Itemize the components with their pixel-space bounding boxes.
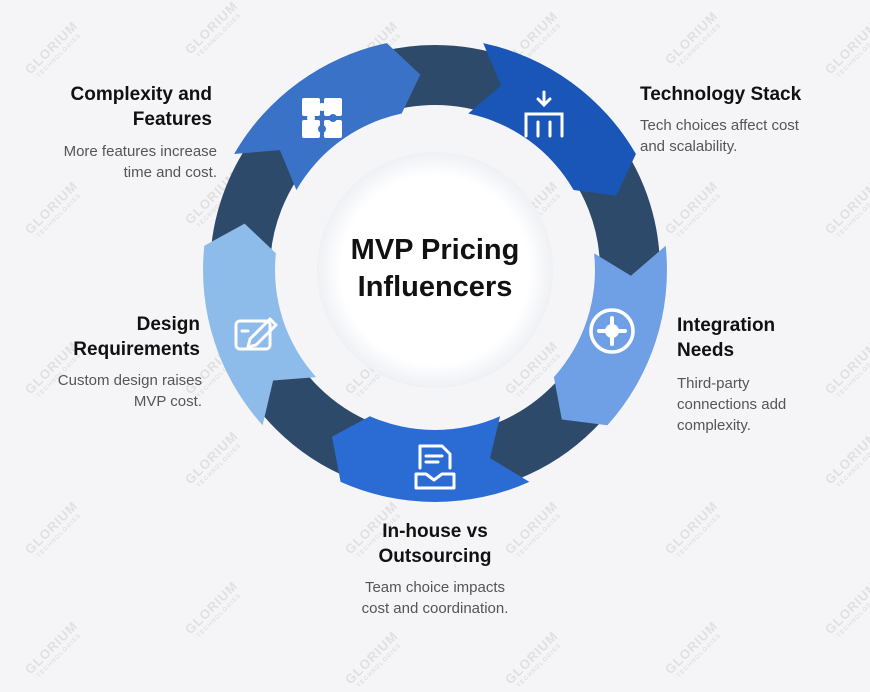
integration-title-line2: Needs	[677, 340, 735, 361]
complexity-desc-line1: More features increase	[63, 143, 217, 160]
outsourcing-description: Team choice impacts cost and coordinatio…	[315, 577, 555, 619]
outsourcing-desc-line1: Team choice impacts	[364, 579, 506, 596]
integration-desc-line2: connections add	[677, 396, 787, 413]
stack-icon	[524, 90, 564, 138]
outsourcing-desc-line2: cost and coordination.	[361, 600, 509, 617]
integration-desc-line1: Third-party	[677, 375, 750, 392]
integration-desc-line3: complexity.	[677, 417, 751, 434]
complexity-title-line1: Complexity and	[70, 84, 212, 105]
design-desc-line2: MVP cost.	[133, 393, 202, 410]
integration-description: Third-party connections add complexity.	[677, 373, 857, 436]
tech-desc-line1: Tech choices affect cost	[640, 117, 799, 134]
complexity-segment	[234, 43, 421, 190]
tech-desc-line2: and scalability.	[640, 138, 738, 155]
complexity-title: Complexity and Features	[40, 82, 212, 132]
design-edit-icon	[234, 317, 278, 351]
handshake-document-icon	[414, 444, 456, 490]
center-circle	[317, 152, 553, 388]
design-title-line1: Design	[136, 314, 200, 335]
complexity-desc-line2: time and cost.	[123, 164, 217, 181]
design-desc-line1: Custom design raises	[57, 372, 202, 389]
design-title-line2: Requirements	[73, 339, 200, 360]
cycle-diagram	[203, 43, 667, 502]
complexity-description: More features increase time and cost.	[20, 141, 217, 183]
center-title: MVP Pricing Influencers	[335, 232, 535, 306]
outsourcing-title-line1: In-house vs	[382, 521, 488, 542]
integration-title-line1: Integration	[677, 315, 776, 336]
integration-title: Integration Needs	[677, 313, 857, 363]
tech-segment	[468, 43, 636, 196]
tech-description: Tech choices affect cost and scalability…	[640, 115, 860, 157]
design-segment	[203, 223, 317, 426]
design-description: Custom design raises MVP cost.	[20, 370, 202, 412]
center-title-line2: Influencers	[357, 271, 513, 303]
complexity-title-line2: Features	[132, 109, 212, 130]
tech-title: Technology Stack	[640, 84, 802, 105]
outsourcing-segment	[332, 416, 530, 502]
center-title-line1: MVP Pricing	[350, 234, 520, 266]
gear-icon	[589, 308, 635, 354]
outsourcing-title: In-house vs Outsourcing	[335, 519, 535, 569]
puzzle-icon	[302, 98, 342, 138]
outsourcing-title-line2: Outsourcing	[378, 546, 492, 567]
design-title: Design Requirements	[40, 312, 200, 362]
